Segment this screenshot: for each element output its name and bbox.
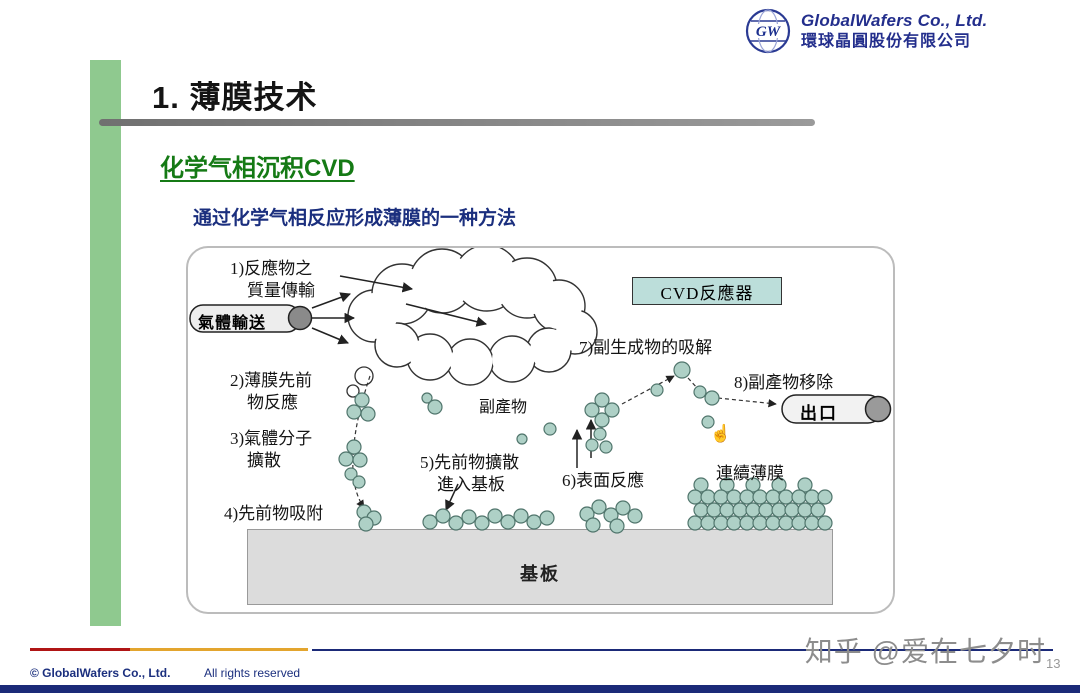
gas-inlet-label: 氣體輸送: [198, 315, 267, 332]
cloud-tail: [346, 366, 374, 398]
continuous-film-molecules: [687, 477, 833, 531]
footer-navy-line: [312, 649, 1053, 651]
diagram-graphics: [189, 248, 892, 534]
byproduct-label: 副產物: [479, 399, 528, 416]
step-6-label: 6)表面反應: [562, 471, 645, 490]
step-8-label: 8)副產物移除: [734, 373, 834, 392]
outlet-pipe: [781, 394, 892, 424]
bottom-navy-bar: [0, 685, 1080, 693]
substrate-label: 基板: [520, 564, 560, 584]
gas-cloud: [347, 248, 598, 386]
logo-monogram: GW: [756, 24, 782, 40]
surface-molecules: [356, 499, 643, 534]
section-title: 1. 薄膜技术: [152, 80, 318, 115]
footer-orange-bar: [130, 648, 308, 651]
step-5-label: 5)先前物擴散 進入基板: [420, 453, 520, 494]
hand-cursor-icon: ☝: [710, 424, 732, 443]
topic-heading: 化学气相沉积CVD: [160, 155, 355, 182]
globalwafers-logo-icon: GW: [745, 8, 791, 54]
step-7-label: 7)副生成物的吸解: [579, 338, 713, 357]
gas-inlet-pipe: [189, 304, 313, 333]
footer-red-bar: [30, 648, 130, 651]
continuous-film-label: 連續薄膜: [716, 464, 784, 483]
step-2-label: 2)薄膜先前 物反應: [230, 371, 313, 412]
step-4-label: 4)先前物吸附: [224, 504, 324, 523]
step-3-label: 3)氣體分子 擴散: [230, 429, 313, 470]
gas-molecules: [338, 361, 720, 489]
page-number: 13: [1046, 656, 1061, 671]
company-name-zh: 環球晶圓股份有限公司: [801, 32, 972, 50]
subtitle: 通过化学气相反应形成薄膜的一种方法: [193, 208, 517, 229]
step-1-label: 1)反應物之 質量傳輸: [230, 259, 315, 300]
watermark-text: 知乎 @爱在七夕时: [804, 636, 1046, 667]
reactor-box: CVD反應器: [632, 277, 782, 305]
company-name-en: GlobalWafers Co., Ltd.: [801, 11, 988, 31]
green-accent-bar: [90, 60, 121, 626]
title-divider: [99, 119, 815, 126]
substrate: 基板: [247, 529, 833, 605]
cvd-process-diagram: 基板: [186, 246, 895, 614]
copyright-text: © GlobalWafers Co., Ltd.: [30, 666, 171, 680]
company-logo-block: GW GlobalWafers Co., Ltd. 環球晶圓股份有限公司: [745, 8, 987, 54]
rights-text: All rights reserved: [204, 666, 301, 680]
outlet-label: 出口: [800, 404, 838, 423]
